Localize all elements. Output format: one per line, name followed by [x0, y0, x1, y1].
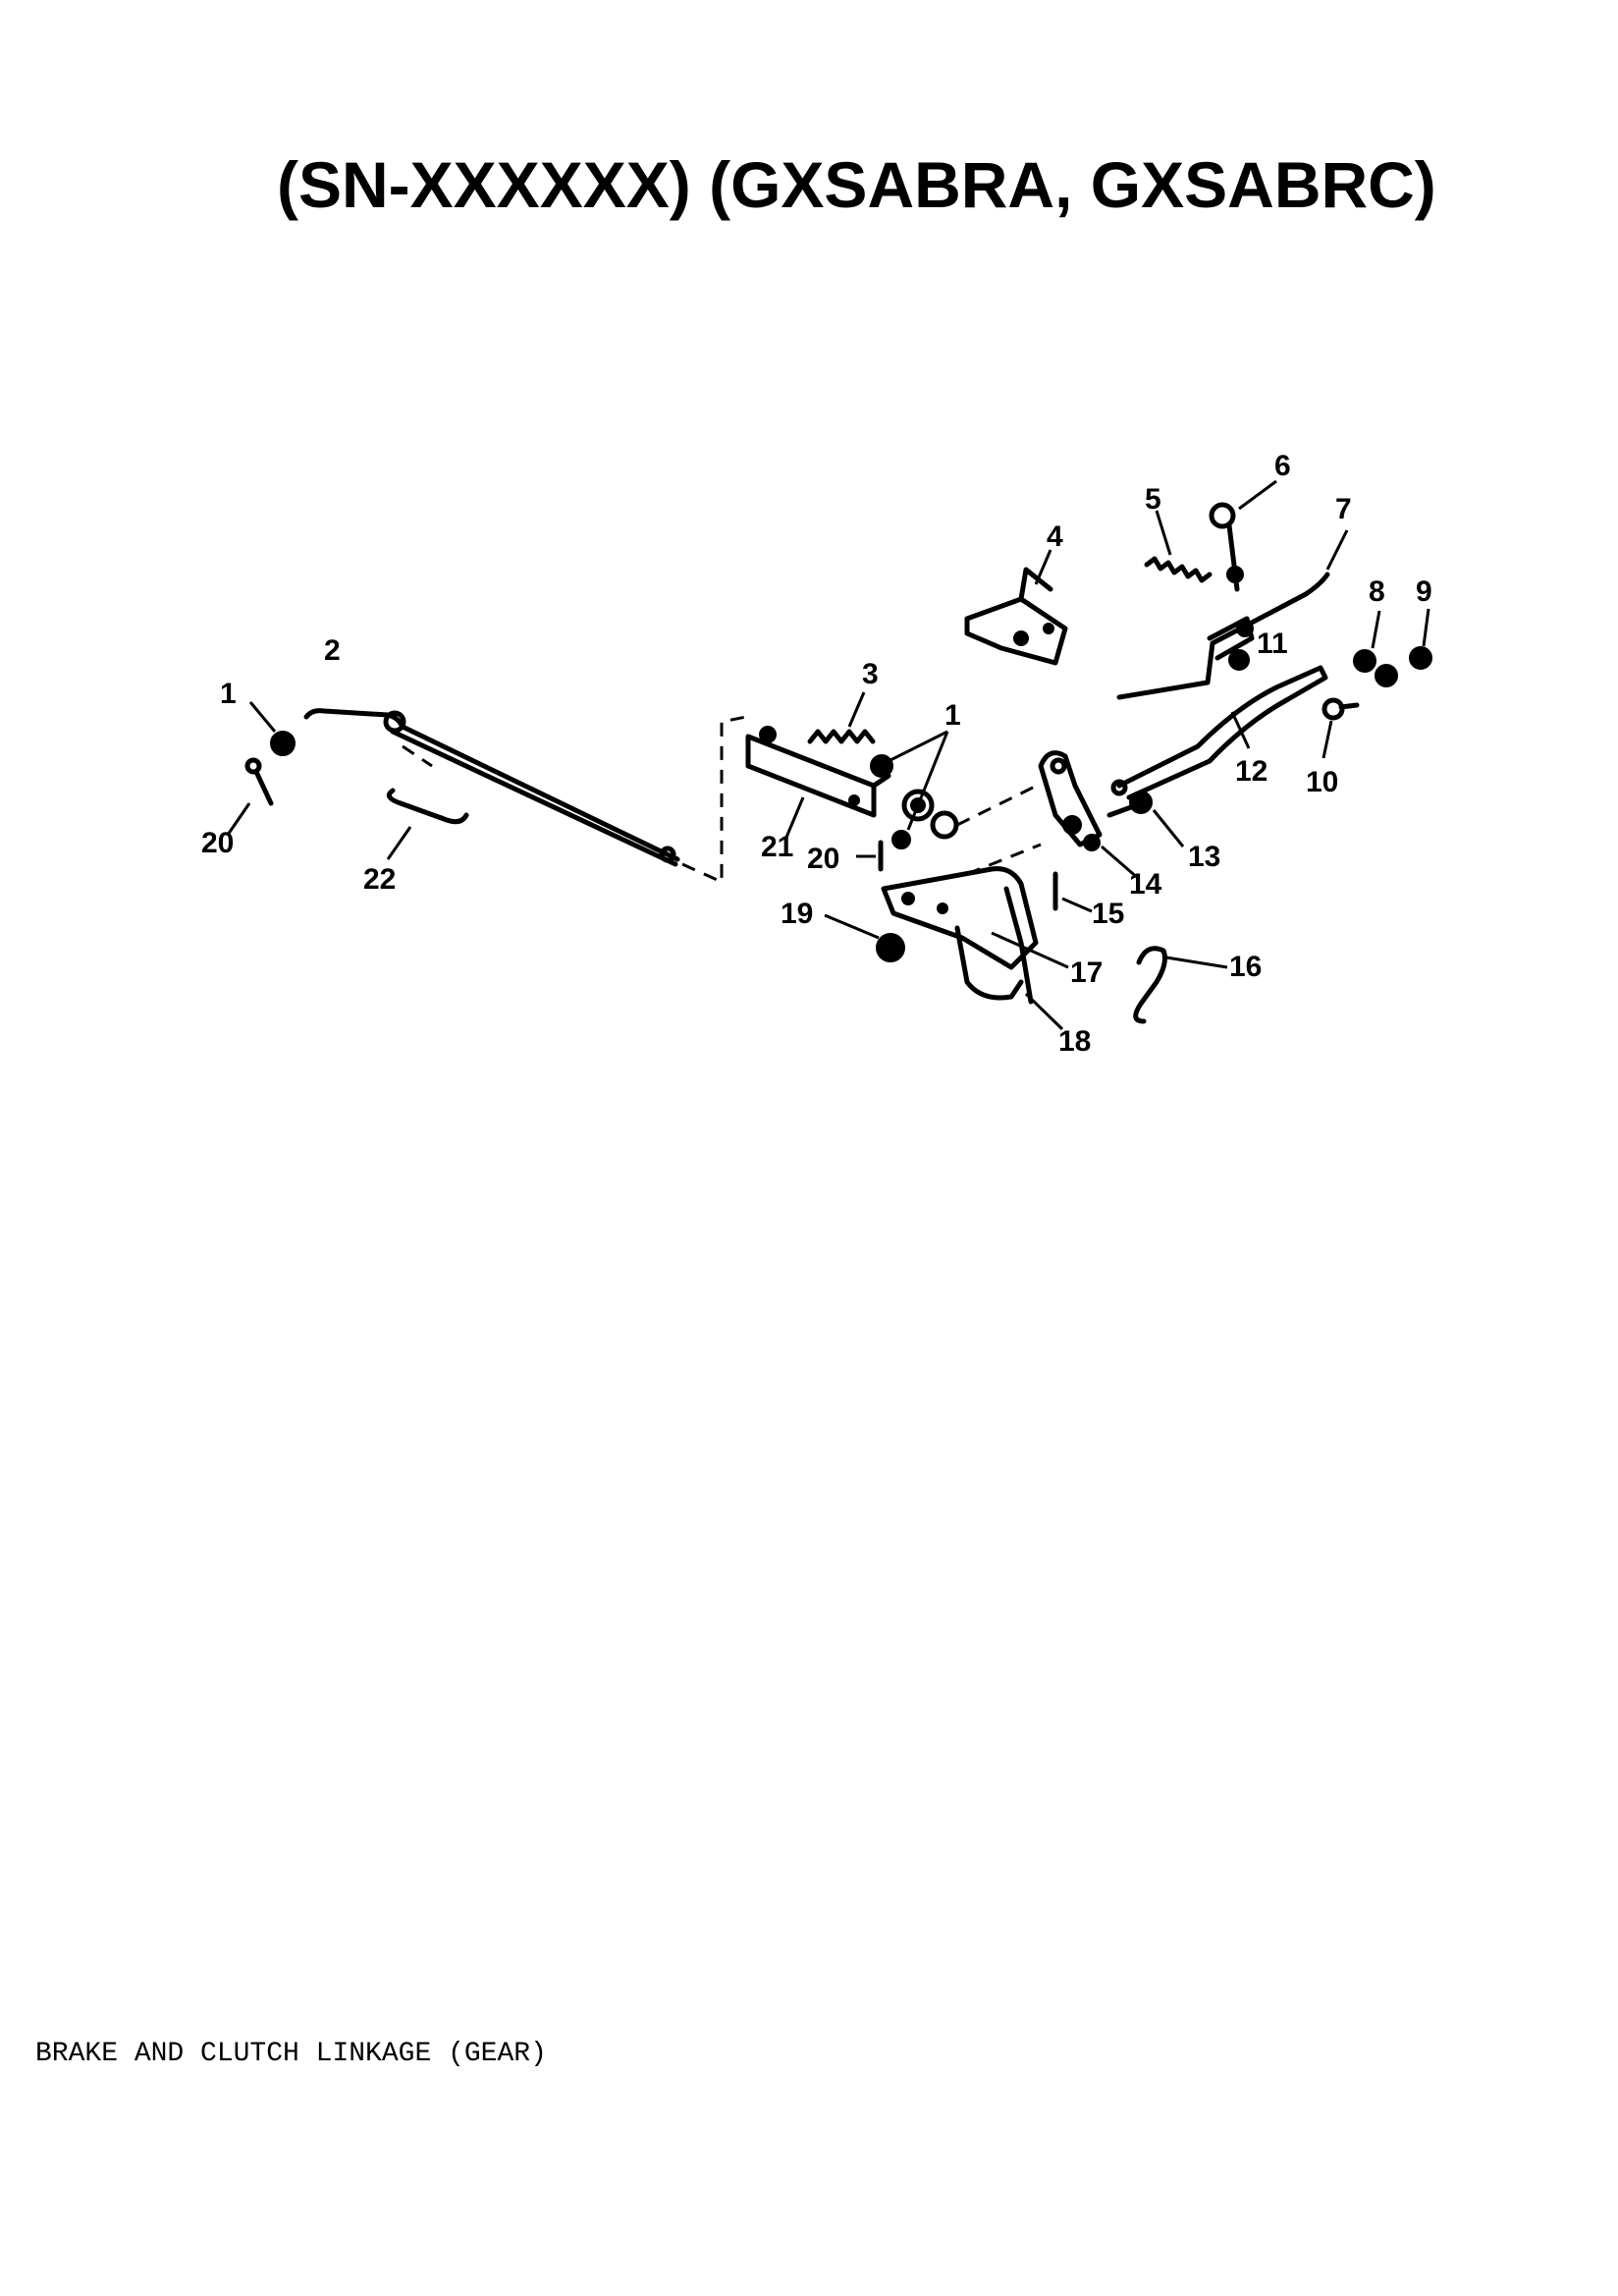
- part-20-pin-center: [856, 840, 884, 872]
- part-16-hook-spring: [1133, 946, 1228, 1024]
- callout-5: 5: [1145, 483, 1161, 516]
- callout-1-left: 1: [220, 678, 237, 710]
- part-6-bolt: [1209, 479, 1277, 592]
- part-18-pedal-rod: [954, 886, 1064, 1031]
- part-5-spring: [1144, 510, 1213, 583]
- callout-3: 3: [862, 658, 879, 690]
- part-20-pin-left: [226, 757, 274, 836]
- callout-16: 16: [1229, 951, 1262, 983]
- callout-17: 17: [1070, 957, 1103, 989]
- part-8-washer: [1353, 610, 1398, 687]
- callout-22: 22: [363, 863, 396, 896]
- callout-6: 6: [1274, 450, 1291, 482]
- part-4-mounting-bracket: [964, 549, 1068, 666]
- callout-13: 13: [1188, 841, 1220, 873]
- callout-20-left: 20: [201, 827, 234, 859]
- connection-line-left: [681, 715, 747, 885]
- part-9-nut: [1409, 608, 1432, 670]
- part-17-pedal-arm: [881, 866, 1069, 970]
- part-7-lever-rod: [1116, 529, 1349, 700]
- callout-10: 10: [1306, 766, 1338, 798]
- part-1-nut-left: [248, 701, 296, 756]
- part-21-bracket: [745, 726, 891, 841]
- callout-9: 9: [1416, 575, 1432, 608]
- callout-20-center: 20: [807, 843, 839, 875]
- part-19-nut: [824, 913, 905, 962]
- part-10-pin: [1321, 697, 1360, 759]
- callout-15: 15: [1092, 898, 1124, 930]
- callout-18: 18: [1058, 1025, 1091, 1058]
- diagram-caption: BRAKE AND CLUTCH LINKAGE (GEAR): [35, 2039, 547, 2069]
- connection-line-center: [956, 782, 1042, 827]
- part-2-brake-rod: [303, 708, 680, 867]
- callout-11: 11: [1257, 628, 1288, 660]
- callout-2: 2: [324, 634, 341, 667]
- callout-7: 7: [1335, 493, 1352, 525]
- part-13-bolt: [1106, 791, 1185, 847]
- callout-14: 14: [1129, 868, 1162, 901]
- callout-19: 19: [781, 898, 813, 930]
- callout-8: 8: [1369, 575, 1385, 608]
- part-1-nuts-center: [870, 730, 959, 849]
- callout-1-center: 1: [944, 699, 961, 732]
- part-11-nut: [1228, 649, 1250, 671]
- part-15-pin: [1052, 871, 1093, 913]
- part-3-spring: [807, 691, 876, 744]
- part-22-clip: [386, 788, 469, 860]
- part-12-control-rod: [1110, 665, 1328, 800]
- callout-21: 21: [761, 831, 793, 863]
- callout-4: 4: [1047, 520, 1063, 553]
- diagram-title: (SN-XXXXXX) (GXSABRA, GXSABRC): [277, 148, 1436, 221]
- callout-12: 12: [1235, 755, 1267, 788]
- part-14-pivot-bracket: [1038, 750, 1140, 881]
